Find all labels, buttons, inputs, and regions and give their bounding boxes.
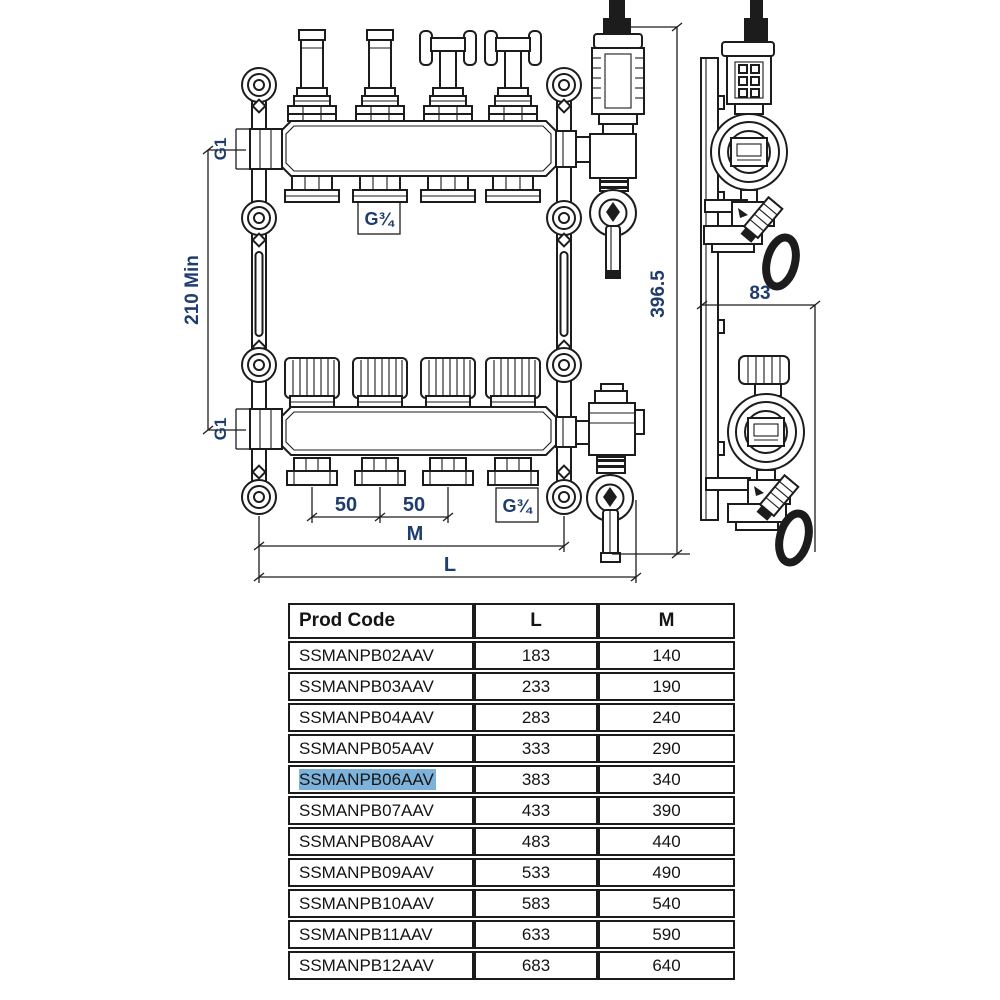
cell-l: 533	[474, 858, 598, 887]
dimension-depth-83: 83	[696, 283, 821, 552]
dimension-g1-top: G1	[211, 128, 252, 170]
cell-prod-code: SSMANPB04AAV	[288, 703, 474, 732]
t-handle-valve-1	[420, 31, 476, 121]
dim-label-g1-top: G1	[211, 138, 230, 161]
cell-l: 683	[474, 951, 598, 980]
cell-prod-code: SSMANPB06AAV	[288, 765, 474, 794]
cell-l: 383	[474, 765, 598, 794]
dim-label-m: M	[407, 523, 424, 545]
cell-l: 283	[474, 703, 598, 732]
cell-prod-code: SSMANPB03AAV	[288, 672, 474, 701]
cell-prod-code: SSMANPB11AAV	[288, 920, 474, 949]
front-view	[241, 0, 645, 563]
wall-rail	[700, 57, 725, 521]
hose-loop-top	[762, 233, 800, 291]
flow-knob-4	[485, 357, 541, 408]
dim-label-396-5: 396.5	[648, 270, 669, 318]
cell-m: 140	[598, 641, 735, 670]
cell-prod-code: SSMANPB12AAV	[288, 951, 474, 980]
cell-m: 390	[598, 796, 735, 825]
dimension-g34-bottom: G¾	[495, 487, 539, 523]
side-bottom-unit	[705, 355, 813, 567]
flow-knob-1	[284, 357, 340, 408]
cell-l: 433	[474, 796, 598, 825]
cell-l: 183	[474, 641, 598, 670]
dim-label-50-right: 50	[403, 494, 425, 516]
side-top-unit	[703, 0, 800, 291]
cell-prod-code: SSMANPB07AAV	[288, 796, 474, 825]
dimension-overall-height: 396.5	[612, 22, 690, 559]
cell-prod-code: SSMANPB09AAV	[288, 858, 474, 887]
drain-valve-assembly	[555, 383, 645, 563]
dimension-port-pitch: 50 50	[306, 487, 454, 523]
dimension-m: M	[253, 516, 570, 583]
cell-m: 340	[598, 765, 735, 794]
dim-label-50-left: 50	[335, 494, 357, 516]
cell-prod-code: SSMANPB10AAV	[288, 889, 474, 918]
cell-l: 483	[474, 827, 598, 856]
cell-m: 190	[598, 672, 735, 701]
cell-m: 540	[598, 889, 735, 918]
flow-knob-3	[420, 357, 476, 408]
dimension-l: L	[253, 500, 642, 583]
side-view	[700, 0, 813, 567]
dimension-g1-bottom: G1	[211, 408, 252, 450]
dim-label-g1-bottom: G1	[211, 418, 230, 441]
cell-prod-code: SSMANPB08AAV	[288, 827, 474, 856]
header-prod-code: Prod Code	[288, 603, 474, 639]
cell-l: 233	[474, 672, 598, 701]
dim-label-g34-bottom: G¾	[502, 496, 533, 516]
air-vent-assembly	[555, 0, 645, 279]
manifold-bar-top	[280, 120, 557, 177]
dimension-210-min: 210 Min	[182, 145, 246, 435]
cell-prod-code: SSMANPB02AAV	[288, 641, 474, 670]
hose-loop-bottom	[775, 509, 813, 567]
dimension-g34-top: G¾	[357, 201, 401, 235]
cell-m: 240	[598, 703, 735, 732]
cell-m: 290	[598, 734, 735, 763]
g1-port-bottom	[249, 408, 283, 450]
manifold-technical-drawing: 210 Min G1 G1 G¾ G¾	[182, 0, 821, 583]
dimensions: 210 Min G1 G1 G¾ G¾	[182, 22, 821, 583]
dim-label-g34-top: G¾	[364, 209, 395, 229]
valve-cap-1	[288, 30, 336, 121]
cell-prod-code: SSMANPB05AAV	[288, 734, 474, 763]
header-l: L	[474, 603, 598, 639]
cell-l: 633	[474, 920, 598, 949]
cell-m: 640	[598, 951, 735, 980]
valve-cap-2	[356, 30, 404, 121]
flow-knob-2	[352, 357, 408, 408]
cell-m: 490	[598, 858, 735, 887]
g1-port-top	[249, 128, 283, 170]
highlighted-code: SSMANPB06AAV	[299, 768, 436, 790]
table-header-row: Prod Code L M	[288, 603, 735, 639]
cell-l: 333	[474, 734, 598, 763]
t-handle-valve-2	[485, 31, 541, 121]
cell-m: 590	[598, 920, 735, 949]
manifold-bar-bottom	[280, 406, 557, 456]
dim-label-83: 83	[749, 283, 770, 304]
cell-m: 440	[598, 827, 735, 856]
dim-label-l: L	[444, 554, 456, 576]
header-m: M	[598, 603, 735, 639]
cell-l: 583	[474, 889, 598, 918]
dim-label-210-min: 210 Min	[182, 255, 203, 325]
